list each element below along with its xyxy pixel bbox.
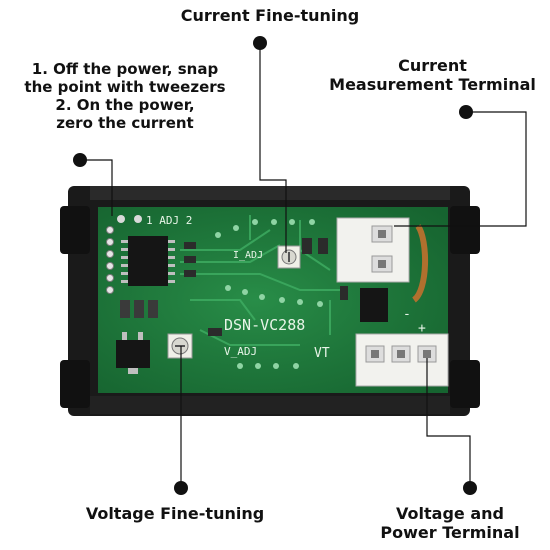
voltage-terminal-dot	[463, 481, 477, 495]
plus-silkscreen: +	[418, 321, 426, 336]
shunt-wire	[411, 224, 428, 303]
housing-clip-left-top	[60, 206, 90, 254]
current-terminal-line2: Measurement Terminal	[329, 75, 536, 95]
instruction-line2: the point with tweezers	[24, 78, 226, 96]
sense-ic-chip	[360, 288, 388, 322]
housing-clip-right-top	[450, 206, 480, 254]
i-adj-silkscreen: I_ADJ	[233, 250, 263, 261]
zero-instruction-label: 1. Off the power, snap the point with tw…	[0, 60, 250, 132]
voltage-terminal-line2: Power Terminal	[380, 523, 520, 543]
voltage-terminal-line1: Voltage and	[396, 504, 504, 523]
current-fine-tuning-dot	[253, 36, 267, 50]
display-pin-row	[106, 226, 114, 294]
instruction-line4: zero the current	[56, 114, 194, 132]
current-terminal-line1: Current	[398, 56, 467, 75]
v-adj-silkscreen: V_ADJ	[224, 345, 257, 358]
current-fine-tuning-label: Current Fine-tuning	[150, 6, 390, 25]
pcb-vias	[215, 219, 323, 369]
pad-label: 1 ADJ 2	[146, 214, 192, 227]
housing-bottom-rim	[90, 396, 450, 414]
current-terminal-connector[interactable]	[336, 217, 410, 283]
voltage-regulator	[116, 340, 150, 368]
minus-silkscreen: -	[403, 307, 411, 322]
voltage-fine-tuning-label: Voltage Fine-tuning	[55, 504, 295, 523]
main-ic-pins	[121, 240, 175, 283]
current-fine-tuning-text: Current Fine-tuning	[180, 6, 360, 25]
voltage-fine-tuning-text: Voltage Fine-tuning	[85, 504, 265, 523]
housing-clip-left-bottom	[60, 360, 90, 408]
instruction-line3: 2. On the power,	[55, 96, 195, 114]
voltage-regulator-pins	[122, 332, 143, 374]
callout-dots	[73, 36, 477, 495]
smd-components	[120, 238, 348, 336]
main-ic-chip	[128, 236, 168, 286]
voltage-power-terminal-connector[interactable]	[355, 333, 449, 387]
instruction-dot	[73, 153, 87, 167]
zero-adjust-pads: 1 ADJ 2	[117, 214, 192, 227]
current-trimmer-potentiometer[interactable]	[277, 245, 301, 269]
current-terminal-label: Current Measurement Terminal	[300, 56, 550, 94]
vt-silkscreen: VT	[314, 346, 330, 361]
model-silkscreen: DSN-VC288	[224, 316, 305, 334]
voltage-trimmer-potentiometer[interactable]	[167, 333, 193, 359]
voltage-fine-tuning-dot	[174, 481, 188, 495]
instruction-line1: 1. Off the power, snap	[31, 60, 219, 78]
current-terminal-dot	[459, 105, 473, 119]
housing-clip-right-bottom	[450, 360, 480, 408]
voltage-terminal-label: Voltage and Power Terminal	[355, 504, 545, 542]
housing-top-rim	[90, 186, 450, 200]
